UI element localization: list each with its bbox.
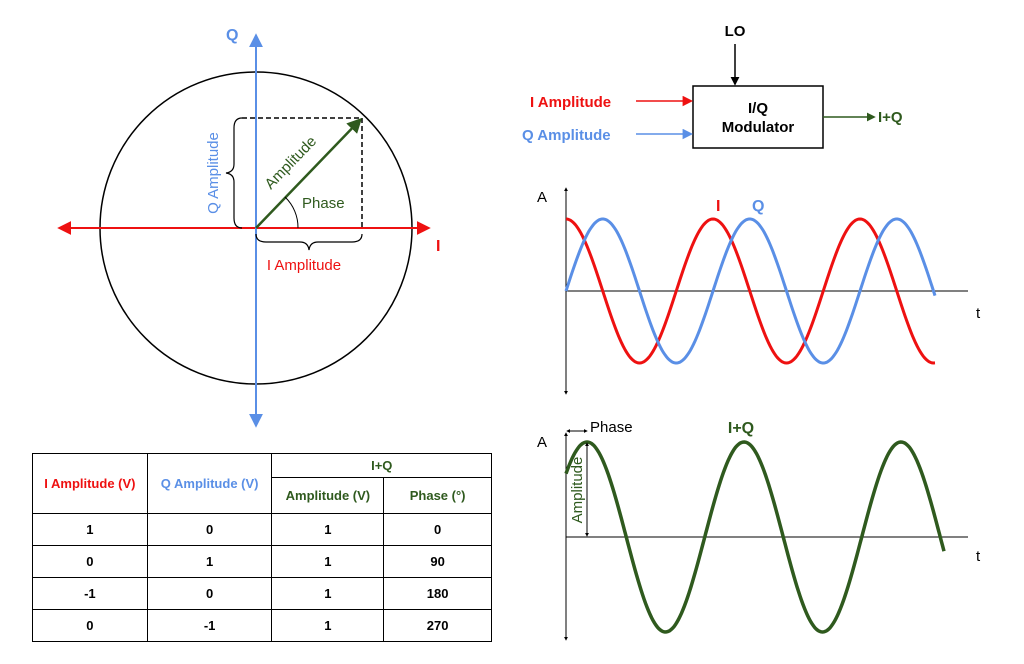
header-iq-group: I+Q xyxy=(271,453,492,478)
header-i-amplitude: I Amplitude (V) xyxy=(32,453,148,514)
modulator-diagram: I/Q Modulator LO I Amplitude Q Amplitude… xyxy=(522,23,903,149)
i-amplitude-label: I Amplitude xyxy=(267,257,341,274)
cell-phase: 90 xyxy=(383,545,492,578)
q-amplitude-brace xyxy=(225,117,243,229)
cell-i: 0 xyxy=(32,545,148,578)
iq-plot-y-label: A xyxy=(537,189,547,206)
i-waveform-label: I xyxy=(716,198,720,215)
cell-i: 0 xyxy=(32,609,148,642)
phase-arc xyxy=(284,196,299,229)
iq-waveform-plot: A t I Q xyxy=(537,187,981,395)
phase-label: Phase xyxy=(302,195,345,212)
cell-q: 0 xyxy=(146,513,273,546)
cell-q: -1 xyxy=(146,609,273,642)
q-axis-label: Q xyxy=(226,27,238,44)
q-input-label: Q Amplitude xyxy=(522,127,611,144)
cell-q: 1 xyxy=(146,545,273,578)
table-row: 0 1 1 90 xyxy=(32,545,492,578)
cell-i: 1 xyxy=(32,513,148,546)
amplitude-vector xyxy=(255,117,363,229)
sum-plot-x-label: t xyxy=(976,548,981,565)
sum-waveform xyxy=(564,440,946,634)
sum-waveform-plot: A t Phase Amplitude I+Q xyxy=(537,419,981,641)
cell-phase: 180 xyxy=(383,577,492,610)
lo-label: LO xyxy=(725,23,746,40)
cell-amplitude: 1 xyxy=(271,577,385,610)
sum-plot-y-label: A xyxy=(537,434,547,451)
cell-amplitude: 1 xyxy=(271,609,385,642)
sum-phase-label: Phase xyxy=(590,419,633,436)
iq-plot-x-label: t xyxy=(976,305,981,322)
modulator-label-line1: I/Q xyxy=(748,100,768,117)
q-amplitude-label: Q Amplitude xyxy=(205,132,222,214)
table-row: 1 0 1 0 xyxy=(32,513,492,546)
q-waveform-label: Q xyxy=(752,198,764,215)
i-input-label: I Amplitude xyxy=(530,94,611,111)
cell-phase: 270 xyxy=(383,609,492,642)
cell-amplitude: 1 xyxy=(271,545,385,578)
sum-amplitude-label: Amplitude xyxy=(569,457,586,524)
cell-i: -1 xyxy=(32,577,148,610)
output-label: I+Q xyxy=(878,109,903,126)
header-phase: Phase (°) xyxy=(383,477,492,514)
header-q-amplitude: Q Amplitude (V) xyxy=(146,453,273,514)
amplitude-vector-label: Amplitude xyxy=(261,133,320,193)
cell-q: 0 xyxy=(146,577,273,610)
cell-amplitude: 1 xyxy=(271,513,385,546)
table-row: -1 0 1 180 xyxy=(32,577,492,610)
i-waveform xyxy=(565,217,936,365)
table-row: 0 -1 1 270 xyxy=(32,609,492,642)
iq-amplitude-phase-table: I Amplitude (V) Q Amplitude (V) I+Q Ampl… xyxy=(32,453,492,642)
modulator-block xyxy=(692,85,824,149)
q-waveform xyxy=(564,217,937,365)
i-amplitude-brace xyxy=(255,233,363,251)
modulator-label-line2: Modulator xyxy=(722,119,795,136)
cell-phase: 0 xyxy=(383,513,492,546)
phasor-diagram: Q I Q Amplitude I Amplitude Amplitude Ph… xyxy=(57,27,440,428)
i-axis-label: I xyxy=(436,238,440,255)
sum-waveform-label: I+Q xyxy=(728,420,754,437)
header-amplitude: Amplitude (V) xyxy=(271,477,385,514)
